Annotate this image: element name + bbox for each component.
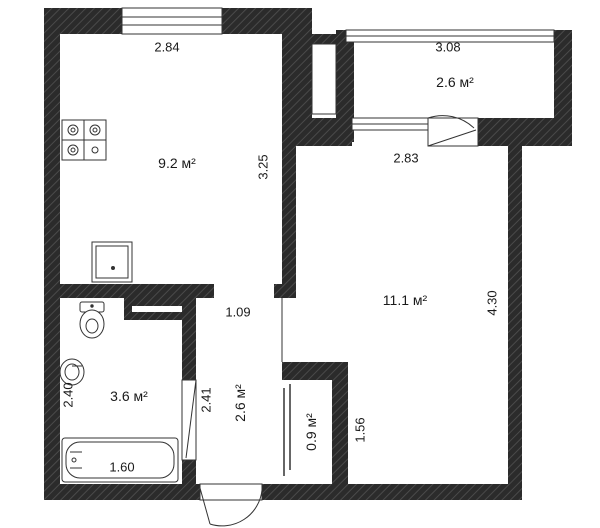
entrance-door bbox=[199, 483, 263, 527]
bath-length: 1.60 bbox=[109, 459, 135, 475]
living-width: 2.83 bbox=[393, 150, 419, 166]
bathroom-depth: 2.40 bbox=[60, 382, 76, 408]
balcony-width: 3.08 bbox=[435, 39, 461, 55]
kitchen-side-window bbox=[311, 43, 337, 115]
hall-depth: 2.41 bbox=[198, 387, 214, 413]
walls bbox=[44, 8, 572, 500]
bathtub-icon bbox=[61, 437, 179, 483]
kitchen-width: 2.84 bbox=[154, 39, 180, 55]
bathroom-door bbox=[181, 379, 197, 461]
closet-area: 0.9 м² bbox=[303, 413, 319, 451]
washbasin-icon bbox=[59, 358, 85, 386]
stove-icon bbox=[61, 119, 107, 161]
closet-depth: 1.56 bbox=[352, 417, 368, 443]
hall-width: 1.09 bbox=[225, 304, 251, 320]
balcony-door bbox=[427, 115, 479, 147]
toilet-icon bbox=[79, 301, 105, 339]
sink-icon bbox=[91, 241, 133, 283]
windows bbox=[121, 7, 555, 131]
balcony-area: 2.6 м² bbox=[436, 74, 474, 90]
hall-area: 2.6 м² bbox=[232, 384, 248, 422]
bathroom-area: 3.6 м² bbox=[110, 388, 148, 404]
kitchen-area: 9.2 м² bbox=[158, 155, 196, 171]
living-depth: 4.30 bbox=[484, 290, 500, 316]
living-area: 11.1 м² bbox=[382, 292, 428, 308]
kitchen-depth: 3.25 bbox=[255, 154, 271, 180]
closet-door bbox=[283, 384, 291, 476]
